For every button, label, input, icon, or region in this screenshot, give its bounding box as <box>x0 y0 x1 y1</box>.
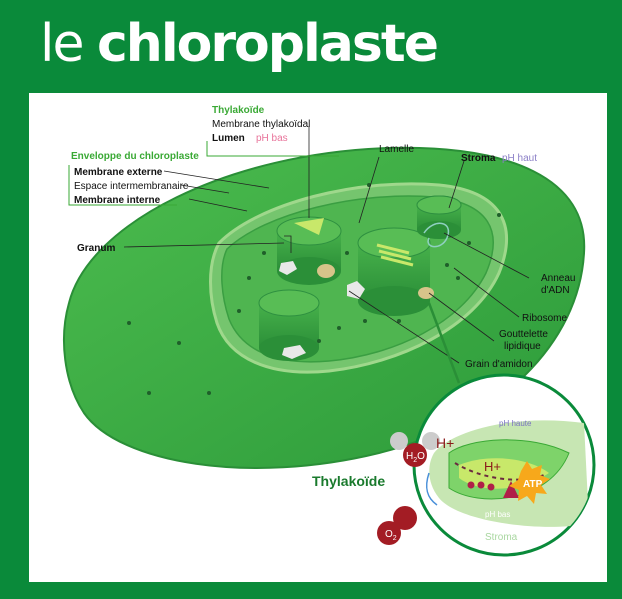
label-gouttelette: Gouttelette <box>499 329 548 340</box>
inset-h2o-sub: 2 <box>413 457 417 464</box>
thylakoide-bracket <box>206 141 339 157</box>
inset-h2o-o: O <box>417 451 425 462</box>
granum-stack-3 <box>258 289 320 361</box>
label-ph-haut: pH haut <box>502 153 537 164</box>
label-grain-amidon: Grain d'amidon <box>465 359 533 370</box>
inset-connector <box>427 302 461 384</box>
label-membrane-interne: Membrane interne <box>74 195 161 206</box>
chloroplast-diagram: Thylakoïde Membrane thylakoïdal Lumen pH… <box>63 105 596 557</box>
page-title: le chloroplaste <box>40 14 439 74</box>
label-adn: d'ADN <box>541 285 570 296</box>
inset-o2-sub: 2 <box>393 535 397 542</box>
inset-h2o: H2O <box>406 451 425 464</box>
inset-h-plus-left: H+ <box>436 435 454 451</box>
label-ribosome: Ribosome <box>522 313 567 324</box>
granum-stack-4 <box>416 195 462 239</box>
inset-magnification <box>377 373 596 557</box>
label-espace-intermembranaire: Espace intermembranaire <box>74 181 189 192</box>
inset-o2-o: O <box>385 529 393 540</box>
label-anneau: Anneau <box>541 273 575 284</box>
label-thylakoide-heading: Thylakoïde <box>212 105 265 116</box>
label-stroma: Stroma <box>461 153 496 164</box>
dna-ring <box>423 222 450 248</box>
label-lumen: Lumen <box>212 133 245 144</box>
enveloppe-bracket <box>68 165 177 206</box>
lipid-droplets <box>317 264 434 299</box>
label-membrane-externe: Membrane externe <box>74 167 163 178</box>
ribosomes <box>127 183 501 395</box>
inset-h2o-h: H <box>406 451 413 462</box>
inset-ph-haut: pH haute <box>499 419 532 428</box>
label-membrane-thylakoidal: Membrane thylakoïdal <box>212 119 310 130</box>
label-enveloppe-heading: Enveloppe du chloroplaste <box>71 151 199 162</box>
granum-stack-2 <box>357 227 431 316</box>
leader-lines <box>123 126 530 364</box>
inset-o2: O2 <box>385 529 397 542</box>
inset-atp: ATP <box>523 479 543 490</box>
title-prefix: le <box>40 14 84 74</box>
label-lamelle: Lamelle <box>379 144 414 155</box>
label-ph-bas: pH bas <box>256 133 288 144</box>
label-lipidique: lipidique <box>504 341 541 352</box>
inset-stroma: Stroma <box>485 532 518 543</box>
title-main: chloroplaste <box>96 14 439 74</box>
label-granum: Granum <box>77 243 115 254</box>
inset-h-plus-right: H+ <box>484 459 501 474</box>
inset-ph-bas: pH bas <box>485 510 510 519</box>
diagram-panel: Thylakoïde Membrane thylakoïdal Lumen pH… <box>29 93 607 582</box>
starch-grains <box>279 261 365 359</box>
inset-thylakoide: Thylakoïde <box>312 473 385 489</box>
